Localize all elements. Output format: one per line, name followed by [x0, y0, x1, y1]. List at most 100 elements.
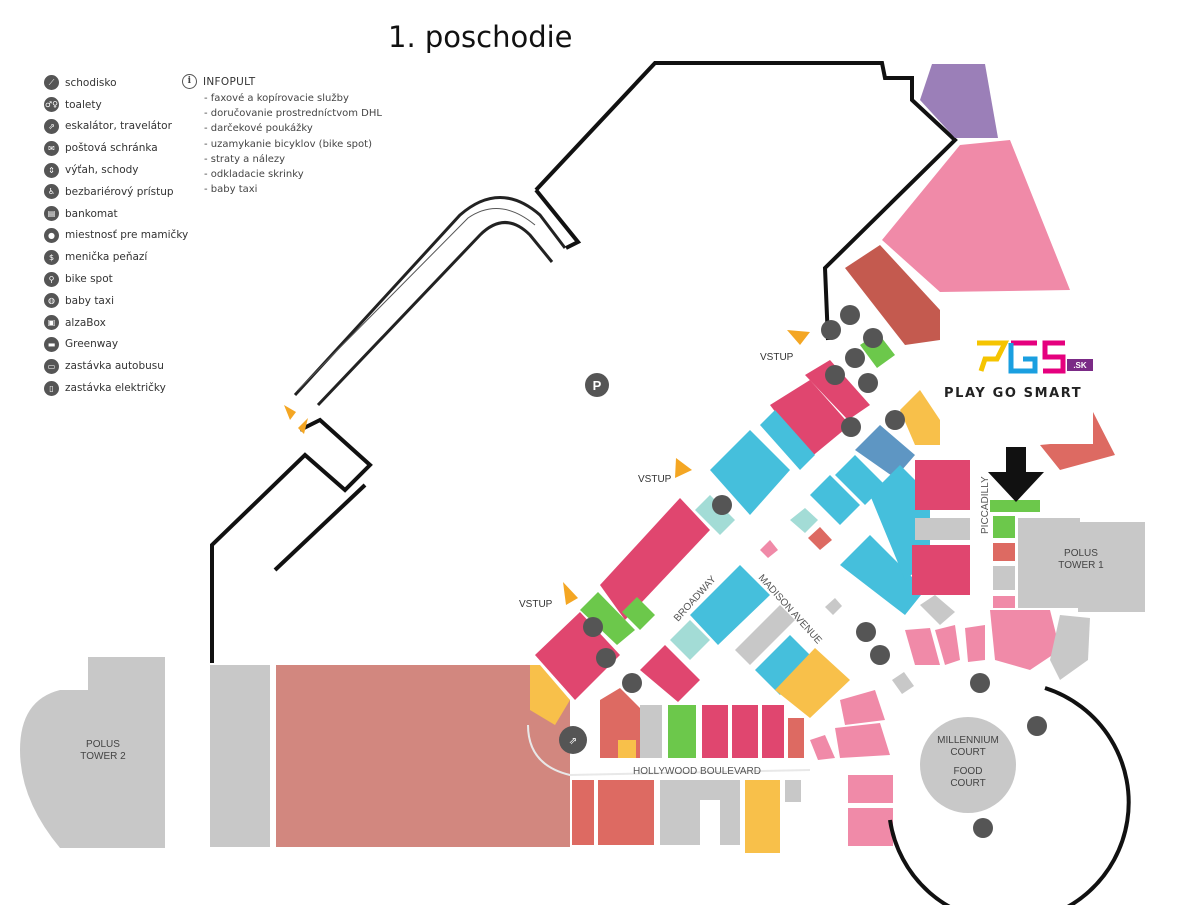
store-block[interactable] — [210, 665, 270, 847]
store-block[interactable] — [882, 140, 1070, 292]
legend-item: ▯zastávka električky — [44, 377, 214, 399]
legend-label: menička peňazí — [65, 251, 148, 264]
baby-taxi-icon: ◍ — [44, 293, 59, 309]
legend-item: ▣ alzaBox — [44, 312, 214, 334]
legend-item: $ menička peňazí — [44, 246, 214, 268]
ramp-arrow-icon — [298, 418, 308, 434]
tower2-label-1: POLUS — [86, 739, 120, 750]
tram-icon: ▯ — [44, 380, 59, 396]
escalator-icon — [596, 648, 616, 668]
store-block[interactable] — [276, 665, 524, 847]
escalator-icon — [559, 726, 587, 754]
wheelchair-icon: ♿ — [44, 184, 59, 200]
info-icon: i — [182, 74, 197, 89]
legend-label: bezbariérový prístup — [65, 185, 174, 198]
legend-item: ▭zastávka autobusu — [44, 355, 214, 377]
store-block[interactable] — [1040, 410, 1115, 470]
millennium-label-1: MILLENNIUM — [937, 735, 999, 746]
legend-item: ▤ bankomat — [44, 203, 214, 225]
entrance-label: VSTUP — [638, 474, 672, 485]
millennium-outline — [888, 686, 1131, 905]
legend-label: výťah, schody — [65, 164, 139, 177]
millennium-court[interactable] — [920, 717, 1016, 813]
escalator-icon — [970, 673, 990, 693]
svg-text:⇗: ⇗ — [569, 736, 577, 747]
tower1-label-1: POLUS — [1064, 548, 1098, 559]
legend-label: bike spot — [65, 273, 113, 286]
atm-icon: ▤ — [44, 206, 59, 222]
parking-icon — [585, 373, 609, 397]
legend-item: ⇗ eskalátor, travelátor — [44, 116, 214, 138]
gift-box-icon — [840, 305, 860, 325]
logo-tagline: PLAY GO SMART — [944, 386, 1083, 401]
legend-label: alzaBox — [65, 316, 106, 329]
millennium-label-3: FOOD — [954, 766, 983, 777]
parking-label: P — [593, 378, 602, 393]
legend-item: ♂♀ toalety — [44, 94, 214, 116]
legend-item: ♿ bezbariérový prístup — [44, 181, 214, 203]
mailbox-icon — [841, 417, 861, 437]
map-facility-icons — [583, 305, 1047, 838]
escalator-icon — [858, 373, 878, 393]
stairs-icon — [1027, 716, 1047, 736]
infopult-item: - straty a nálezy — [204, 153, 286, 165]
entrance-arrow-icon — [675, 458, 692, 478]
currency-exchange-icon: $ — [44, 249, 59, 265]
polus-tower-2[interactable] — [20, 657, 165, 848]
stairs-icon: ⟋ — [44, 75, 59, 91]
infopult-item: - uzamykanie bicyklov (bike spot) — [204, 138, 372, 150]
legend-label: Greenway — [65, 338, 119, 351]
parking-outline — [210, 61, 958, 663]
store-block[interactable] — [845, 245, 940, 345]
escalator-icon: ⇗ — [44, 118, 59, 134]
legend-label: toalety — [65, 98, 102, 111]
legend-item: ✉ poštová schránka — [44, 137, 214, 159]
street-hollywood: HOLLYWOOD BOULEVARD — [633, 766, 761, 777]
infopult-item: - odkladacie skrinky — [204, 168, 304, 180]
toilets-icon: ♂♀ — [44, 97, 59, 113]
legend-item: ⟋ schodisko — [44, 72, 214, 94]
elevator-icon: ⇕ — [44, 162, 59, 178]
legend-label: miestnosť pre mamičky — [65, 229, 189, 242]
baby-room-icon: ● — [44, 227, 59, 243]
mailbox-icon: ✉ — [44, 140, 59, 156]
legend: ⟋ schodisko ♂♀ toalety ⇗ eskalátor, traveláto… — [44, 72, 214, 399]
wheelchair-icon — [712, 495, 732, 515]
gift-box-icon: ▣ — [44, 315, 59, 331]
logo-suffix: .SK — [1073, 361, 1087, 370]
street-piccadilly: PICCADILLY — [980, 476, 991, 534]
infopult-item: - darčekové poukážky — [204, 123, 313, 135]
elevator-icon — [885, 410, 905, 430]
entrance-arrow-icon — [563, 582, 578, 605]
infopult-panel: i INFOPULT - faxové a kopírovacie služby… — [182, 74, 402, 197]
entrance-arrow-icon — [787, 330, 810, 345]
polus-tower-1[interactable] — [1018, 518, 1145, 612]
legend-item: ▬Greenway — [44, 334, 214, 356]
infopult-list: - faxové a kopírovacie služby- doručovan… — [204, 91, 402, 197]
bike-icon: ⚲ — [44, 271, 59, 287]
mall-stores — [530, 333, 1090, 853]
millennium-label-2: COURT — [950, 747, 985, 758]
wheelchair-icon — [870, 645, 890, 665]
legend-label: schodisko — [65, 76, 117, 89]
location-arrow-icon — [988, 447, 1044, 502]
legend-label: eskalátor, travelátor — [65, 120, 172, 133]
ramp-arrow-icon — [284, 405, 296, 420]
entrance-label: VSTUP — [519, 599, 553, 610]
infopult-item: - faxové a kopírovacie služby — [204, 93, 349, 104]
legend-label: poštová schránka — [65, 142, 158, 155]
entrance-label: VSTUP — [760, 352, 794, 363]
store-block[interactable] — [920, 64, 998, 138]
elevator-icon — [622, 673, 642, 693]
infopult-title: INFOPULT — [203, 75, 256, 88]
parking-ramp — [293, 196, 567, 407]
tower2-label-2: TOWER 2 — [80, 751, 126, 762]
legend-item: ⚲ bike spot — [44, 268, 214, 290]
millennium-label-4: COURT — [950, 778, 985, 789]
legend-label: bankomat — [65, 207, 118, 220]
legend-label: zastávka autobusu — [65, 360, 164, 373]
stairs-icon — [845, 348, 865, 368]
legend-label: baby taxi — [65, 294, 114, 307]
